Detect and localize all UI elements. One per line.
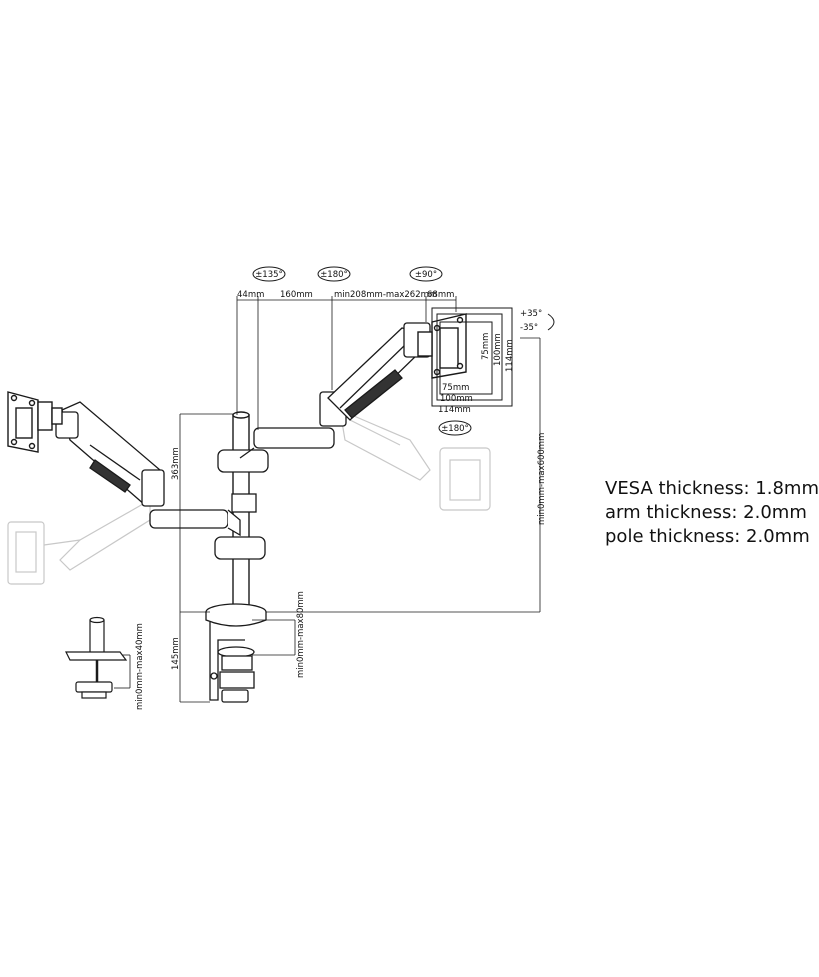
dim-145mm: 145mm <box>171 637 181 670</box>
monitor-arm-diagram: ±135° ±180° ±90° +35° -35° ±180° 44mm 16… <box>7 266 555 710</box>
dim-160mm: 160mm <box>280 290 313 300</box>
rotate-180-icon <box>317 266 351 282</box>
rotation-icons <box>252 266 555 436</box>
spec-arm-thickness: arm thickness: 2.0mm <box>605 502 807 523</box>
rotate-90-icon <box>409 266 443 282</box>
dimension-lines <box>114 296 541 703</box>
vesa-size-frames <box>431 307 513 407</box>
ghost-arms <box>7 409 491 585</box>
grommet-detail <box>65 616 128 699</box>
tilt-down-label: -35° <box>520 323 538 333</box>
lower-arm <box>149 493 266 560</box>
upper-arm <box>217 391 347 473</box>
vesa-h114: 114mm <box>438 405 471 415</box>
spec-vesa-thickness: VESA thickness: 1.8mm <box>605 478 819 499</box>
right-gas-arm <box>327 322 431 421</box>
rotate-135-icon <box>252 266 286 282</box>
dim-arm-range: min208mm-max262mm <box>334 290 437 300</box>
rotation-label-arm: ±135° <box>255 270 283 280</box>
tilt-arrow-icon <box>547 313 555 331</box>
vesa-h75: 75mm <box>442 383 469 393</box>
tilt-up-label: +35° <box>520 309 542 319</box>
dim-clamp-range: min0mm-max80mm <box>296 591 306 678</box>
vesa-v114: 114mm <box>505 339 515 372</box>
left-gas-arm <box>55 401 165 507</box>
dim-44mm: 44mm <box>237 290 264 300</box>
dim-total-height: min0mm-max600mm <box>537 433 547 525</box>
rotation-label-head: ±90° <box>415 270 437 280</box>
vesa-v100: 100mm <box>493 333 503 366</box>
dim-68mm: 68mm <box>427 290 454 300</box>
rotation-label-middle: ±180° <box>320 270 348 280</box>
dim-363mm: 363mm <box>171 447 181 480</box>
vesa-h100: 100mm <box>440 394 473 404</box>
base-clamp <box>205 603 267 703</box>
dim-grommet-range: min0mm-max40mm <box>135 623 145 710</box>
screen-rotation-label: ±180° <box>441 424 469 434</box>
spec-pole-thickness: pole thickness: 2.0mm <box>605 526 810 547</box>
vesa-v75: 75mm <box>481 333 491 360</box>
rotate-screen-180-icon <box>438 420 472 436</box>
left-vesa-plate <box>7 391 63 453</box>
